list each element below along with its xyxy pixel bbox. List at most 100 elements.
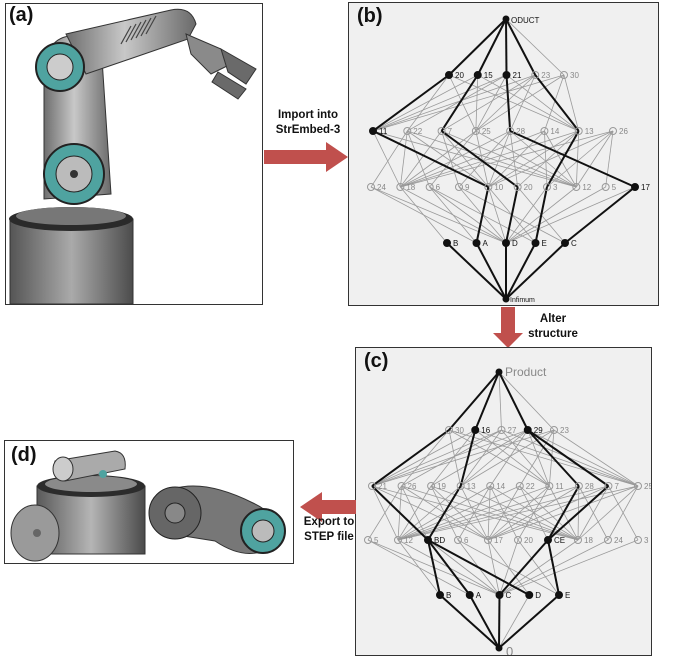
lattice-node-label: 9 <box>465 183 470 192</box>
import-caption: Import into StrEmbed-3 <box>266 108 350 138</box>
lattice-node-label: 7 <box>614 482 619 491</box>
lattice-edge-highlight <box>475 186 490 244</box>
lattice-edge <box>577 485 639 541</box>
lattice-node-label: CE <box>554 536 565 545</box>
lattice-node-label: 3 <box>644 536 649 545</box>
panel-d-exported-parts: (d) <box>4 440 294 564</box>
lattice-node <box>502 71 511 79</box>
lattice-node-label: 25 <box>482 127 491 136</box>
lattice-node-label: 28 <box>516 127 525 136</box>
lattice-node <box>609 127 617 135</box>
lattice-node-label: 30 <box>570 71 579 80</box>
lattice-edge <box>475 74 479 132</box>
lattice-edge <box>506 74 579 132</box>
lattice-node <box>545 482 554 490</box>
lattice-edge <box>371 429 528 487</box>
lattice-edge <box>544 74 565 132</box>
lattice-node-label: E <box>542 239 547 248</box>
lattice-node <box>514 536 522 544</box>
lattice-edge <box>427 539 500 596</box>
lattice-edge <box>607 485 639 541</box>
lattice-top-label: ODUCT <box>511 16 540 25</box>
lattice-edge-highlight <box>448 371 500 431</box>
lattice-node <box>601 183 610 191</box>
lattice-edge <box>397 485 580 541</box>
lattice-edge-highlight <box>547 539 560 596</box>
lattice-edge <box>505 186 636 244</box>
lattice-node-label: 11 <box>379 127 388 136</box>
lattice-edge-highlight <box>564 186 636 244</box>
lattice-edge <box>407 130 489 188</box>
lattice-node <box>424 536 432 544</box>
lattice-node-label: 29 <box>534 426 543 435</box>
lattice-node <box>367 183 375 191</box>
lattice-edge <box>372 74 478 132</box>
lattice-edge-highlight <box>527 429 610 487</box>
lattice-node <box>525 591 534 599</box>
panel-a-robot-arm: (a) <box>5 3 263 305</box>
lattice-edge-highlight <box>505 18 537 76</box>
robot-arm-image <box>9 8 257 305</box>
lattice-edge <box>509 130 519 188</box>
lattice-edge <box>546 130 614 188</box>
lattice-node-label: 21 <box>513 71 522 80</box>
lattice-node-label: 26 <box>408 482 417 491</box>
lattice-edge-highlight <box>371 485 429 541</box>
lattice-node-label: 7 <box>448 127 453 136</box>
lattice-edge <box>475 74 536 132</box>
lattice-edge <box>407 130 577 188</box>
lattice-edge-highlight <box>475 242 507 300</box>
lattice-top-node <box>495 368 503 376</box>
lattice-node-label: 12 <box>582 183 591 192</box>
lattice-node-label: A <box>476 591 482 600</box>
lattice-edge-highlight <box>427 539 530 596</box>
lattice-edge-highlight <box>459 429 477 487</box>
lattice-edge <box>487 539 500 596</box>
lattice-edge <box>430 429 476 487</box>
lattice-edge <box>400 130 545 188</box>
lattice-node <box>574 536 582 544</box>
lattice-edge <box>488 130 614 188</box>
lattice-node <box>471 426 480 434</box>
exported-parts-image <box>10 450 286 562</box>
lattice-edge <box>460 429 502 487</box>
lattice-edge <box>370 130 408 188</box>
lattice-edge <box>448 429 462 487</box>
lattice-edge <box>498 594 530 649</box>
lattice-node <box>436 591 444 599</box>
lattice-edge <box>372 130 577 188</box>
lattice-edge-highlight <box>498 594 560 649</box>
lattice-node <box>513 183 522 191</box>
lattice-node <box>502 239 510 247</box>
lattice-edge <box>400 130 579 188</box>
lattice-node-label: 20 <box>524 183 533 192</box>
lattice-edge-highlight <box>498 594 501 649</box>
lattice-edge <box>372 74 536 132</box>
lattice-node-label: 3 <box>553 183 558 192</box>
lattice-edge <box>519 429 555 487</box>
lattice-edge <box>575 130 614 188</box>
lattice-edge <box>397 485 432 541</box>
lattice-edge-highlight <box>372 130 489 188</box>
lattice-edge <box>397 539 441 596</box>
lattice-edge <box>400 186 448 244</box>
lattice-node-label: 18 <box>406 183 415 192</box>
lattice-node-label: 14 <box>496 482 505 491</box>
lattice-node-label: B <box>446 591 451 600</box>
export-arrow <box>300 492 356 522</box>
lattice-edge <box>429 186 477 244</box>
lattice-edge-highlight <box>371 429 450 487</box>
lattice-node <box>550 426 558 434</box>
lattice-edge <box>372 74 507 132</box>
lattice-node-label: 24 <box>377 183 386 192</box>
lattice-node-label: 6 <box>436 183 441 192</box>
lattice-node <box>455 183 463 191</box>
lattice-edge <box>370 186 507 244</box>
lattice-edge <box>499 539 519 596</box>
lattice-node-label: 13 <box>585 127 594 136</box>
lattice-edge <box>397 485 550 541</box>
lattice-edge <box>487 186 507 244</box>
